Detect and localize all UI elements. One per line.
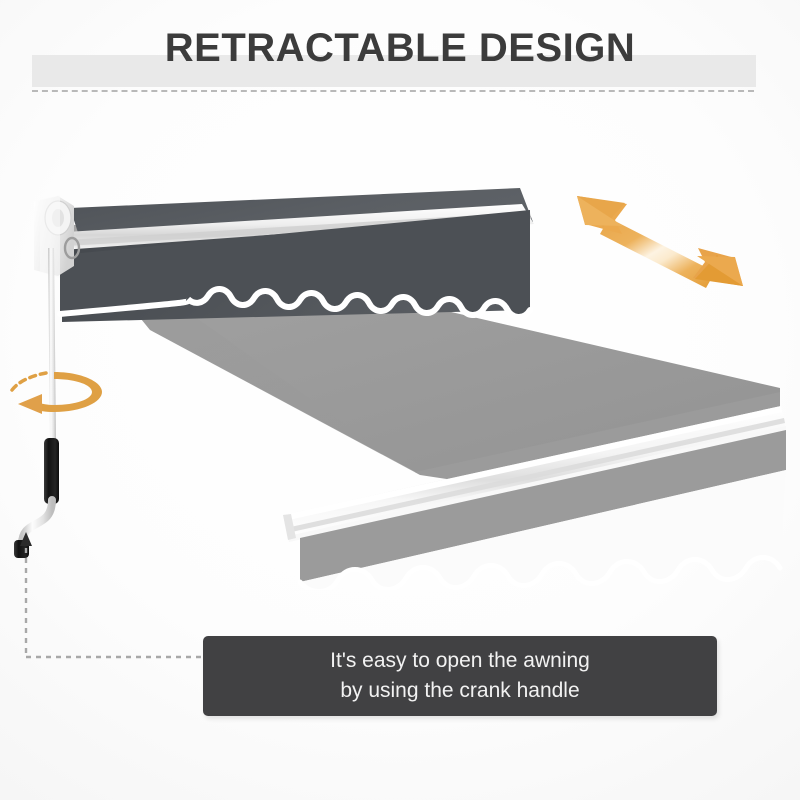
page-title: RETRACTABLE DESIGN [164,26,636,70]
crank-callout-leader [0,520,240,680]
caption-box: It's easy to open the awning by using th… [203,636,717,716]
caption-line-1: It's easy to open the awning [330,649,590,672]
extend-retract-arrow [565,180,755,300]
awning-wall-bracket [34,195,81,278]
caption-line-2: by using the crank handle [340,679,580,702]
awning-cassette [57,188,534,322]
header-dashed-divider [32,90,754,92]
crank-rotation-arrow [2,358,112,428]
title-background-band [32,55,756,87]
awning-illustration [0,170,800,590]
crank-handle-illustration [0,200,160,560]
awning-valance [297,430,786,590]
awning-front-bar [283,406,786,542]
